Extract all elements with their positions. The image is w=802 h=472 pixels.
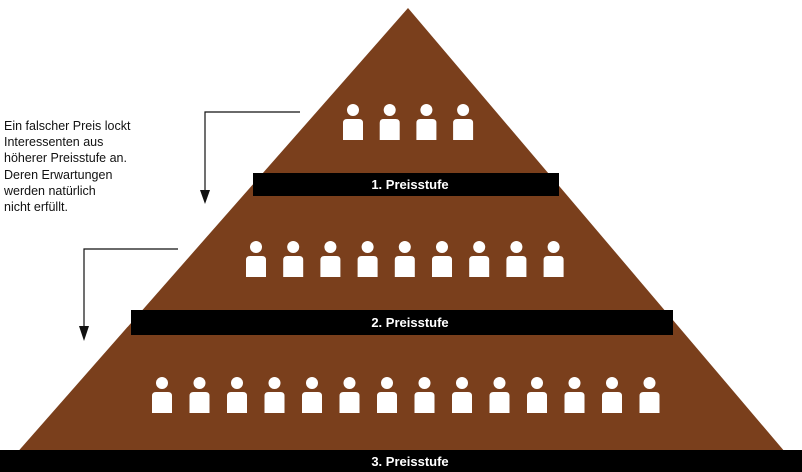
person-icon — [227, 377, 247, 413]
person-icon — [489, 377, 510, 413]
tier-band-1: 1. Preisstufe — [253, 173, 559, 196]
person-icon — [189, 377, 210, 413]
person-icon — [152, 377, 172, 413]
tier-label-3: 3. Preisstufe — [371, 454, 448, 469]
tier-label-2: 2. Preisstufe — [371, 315, 448, 330]
pyramid-body — [0, 8, 802, 472]
person-icon — [339, 377, 360, 413]
person-icon — [264, 377, 285, 413]
person-icon — [469, 241, 490, 277]
person-icon — [527, 377, 547, 413]
annotation-line: Ein falscher Preis lockt — [4, 119, 131, 133]
person-icon — [379, 104, 400, 140]
annotation-line: höherer Preisstufe an. — [4, 151, 127, 166]
person-icon — [416, 104, 437, 140]
person-icon — [639, 377, 660, 413]
annotation-line: nicht erfüllt. — [4, 200, 68, 215]
people-groups — [152, 104, 660, 413]
arrow-down-icon — [200, 111, 300, 204]
person-icon — [357, 241, 378, 277]
person-icon — [452, 377, 472, 413]
annotation-line: Deren Erwartungen — [4, 167, 113, 182]
person-icon — [453, 104, 474, 140]
person-icon — [320, 241, 341, 277]
person-icon — [283, 241, 304, 277]
tier-band-3: 3. Preisstufe — [0, 450, 802, 472]
tier-band-2: 2. Preisstufe — [131, 310, 673, 335]
person-icon — [602, 377, 622, 413]
person-icon — [343, 104, 363, 140]
person-icon — [432, 241, 452, 277]
person-icon — [564, 377, 585, 413]
annotation-line: werden natürlich — [4, 183, 96, 198]
person-icon — [506, 241, 527, 277]
person-icon — [543, 241, 564, 277]
annotation-line: Interessenten aus — [4, 135, 104, 150]
tier-label-1: 1. Preisstufe — [371, 177, 448, 192]
person-icon — [414, 377, 435, 413]
arrow-down-icon — [79, 248, 178, 341]
person-icon — [246, 241, 266, 277]
person-icon — [394, 241, 415, 277]
annotation-text: Ein falscher Preis lockt Interessenten a… — [4, 118, 204, 215]
person-icon — [377, 377, 397, 413]
person-icon — [302, 377, 322, 413]
